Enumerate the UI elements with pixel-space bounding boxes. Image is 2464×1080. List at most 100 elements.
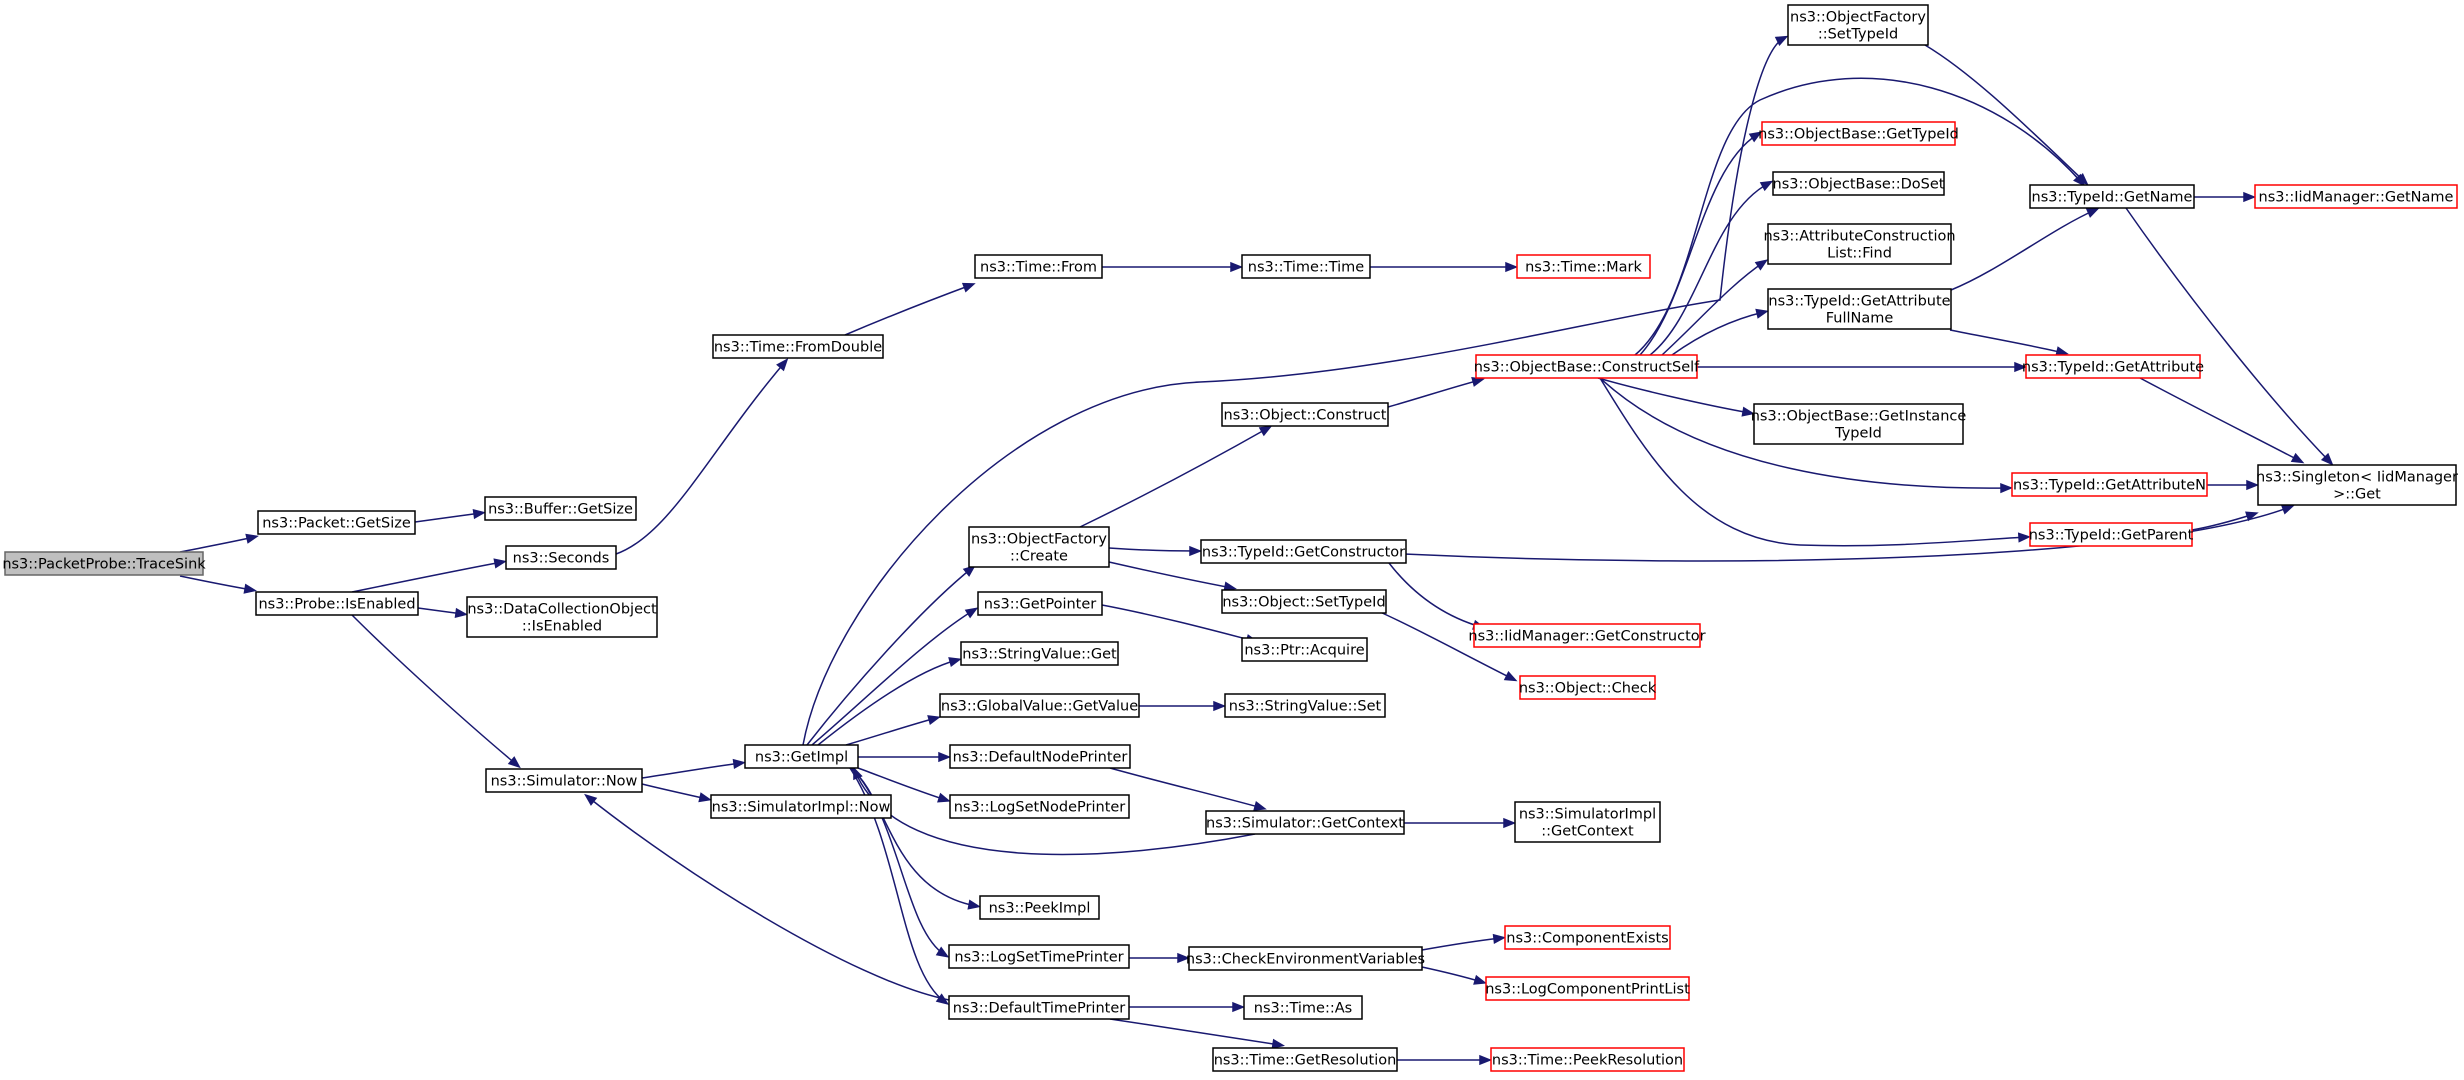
node-ns3-defaultnodeprinter[interactable]: ns3::DefaultNodePrinter — [949, 744, 1131, 769]
edge-n11-to-n16 — [845, 715, 941, 746]
node-ns3-time-getresolution[interactable]: ns3::Time::GetResolution — [1212, 1047, 1398, 1072]
node-ns3-time-mark[interactable]: ns3::Time::Mark — [1516, 254, 1651, 279]
node-ns3-logsetnodeprinter[interactable]: ns3::LogSetNodePrinter — [949, 794, 1130, 819]
edge-n7-to-n8 — [844, 282, 976, 336]
arrowhead — [1755, 308, 1769, 319]
node-box — [1490, 1047, 1685, 1072]
node-label: ns3::GetImpl — [755, 750, 848, 766]
edge-n28-to-n35 — [1421, 933, 1506, 951]
node-label: ns3::DataCollectionObject — [467, 602, 657, 618]
node-ns3-getpointer[interactable]: ns3::GetPointer — [977, 591, 1103, 616]
edge-line — [641, 762, 742, 779]
node-box — [2257, 464, 2457, 506]
node-ns3-buffer-getsize[interactable]: ns3::Buffer::GetSize — [484, 496, 637, 521]
edge-line — [1649, 182, 1770, 356]
edge-n22-to-n31 — [1387, 377, 1485, 408]
node-label: ns3::GlobalValue::GetValue — [941, 699, 1138, 715]
node-ns3-simulatorimpl-getcontext[interactable]: ns3::SimulatorImpl::GetContext — [1514, 801, 1661, 843]
node-ns3-objectbase-gettypeid[interactable]: ns3::ObjectBase::GetTypeId — [1758, 121, 1959, 146]
node-ns3-objectbase-doset[interactable]: ns3::ObjectBase::DoSet — [1772, 171, 1945, 196]
node-ns3-typeid-getparent[interactable]: ns3::TypeId::GetParent — [2029, 522, 2194, 547]
node-box — [1221, 402, 1389, 427]
node-box — [974, 254, 1103, 279]
edge-line — [1597, 377, 1751, 414]
edge-n11-to-n14 — [811, 607, 979, 746]
edge-n11-to-n15 — [817, 657, 962, 746]
arrowhead — [1748, 131, 1763, 143]
node-ns3-objectfactory-create[interactable]: ns3::ObjectFactory::Create — [968, 526, 1110, 568]
node-ns3-time-from[interactable]: ns3::Time::From — [974, 254, 1103, 279]
edge-line — [1403, 506, 2291, 562]
node-ns3-probe-isenabled[interactable]: ns3::Probe::IsEnabled — [255, 591, 419, 616]
edge-line — [851, 767, 946, 956]
edge-line — [1108, 561, 1233, 589]
node-ns3-typeid-getattribute[interactable]: ns3::TypeId::GetAttribute — [2022, 354, 2204, 379]
node-box — [2029, 522, 2193, 547]
node-ns3-seconds[interactable]: ns3::Seconds — [505, 545, 617, 570]
edge-n45-to-n49 — [2139, 377, 2305, 464]
arrowhead — [2000, 483, 2014, 494]
node-ns3-componentexists[interactable]: ns3::ComponentExists — [1504, 925, 1671, 950]
edge-n0-to-n3 — [179, 575, 257, 594]
node-ns3-simulatorimpl-now[interactable]: ns3::SimulatorImpl::Now — [710, 794, 892, 819]
node-ns3-stringvalue-set[interactable]: ns3::StringValue::Set — [1224, 693, 1386, 718]
node-box — [4, 551, 204, 576]
node-label: ns3::TypeId::GetParent — [2029, 528, 2194, 544]
node-ns3-iidmanager-getconstructor[interactable]: ns3::IidManager::GetConstructor — [1468, 623, 1706, 648]
node-label: ns3::Packet::GetSize — [262, 516, 411, 532]
arrowhead — [938, 751, 952, 763]
node-ns3-logsettimeprinter[interactable]: ns3::LogSetTimePrinter — [948, 944, 1130, 969]
node-ns3-object-check[interactable]: ns3::Object::Check — [1519, 675, 1657, 700]
node-ns3-simulator-now[interactable]: ns3::Simulator::Now — [485, 768, 643, 793]
edge-n11-to-n38 — [802, 35, 1789, 746]
edge-line — [1924, 44, 2086, 183]
node-ns3-iidmanager-getname[interactable]: ns3::IidManager::GetName — [2254, 184, 2458, 209]
node-ns3-getimpl[interactable]: ns3::GetImpl — [744, 744, 859, 769]
node-box — [1504, 925, 1671, 950]
node-ns3-packetprobe-tracesink[interactable]: ns3::PacketProbe::TraceSink — [2, 551, 206, 576]
node-ns3-simulator-getcontext[interactable]: ns3::Simulator::GetContext — [1205, 810, 1405, 835]
node-ns3-objectbase-constructself[interactable]: ns3::ObjectBase::ConstructSelf — [1474, 354, 1700, 379]
node-ns3-time-time[interactable]: ns3::Time::Time — [1241, 254, 1371, 279]
node-ns3-stringvalue-get[interactable]: ns3::StringValue::Get — [960, 641, 1119, 666]
node-ns3-logcomponentprintlist[interactable]: ns3::LogComponentPrintList — [1485, 976, 1690, 1001]
edge-line — [351, 561, 503, 593]
node-label: ns3::IidManager::GetName — [2259, 190, 2454, 206]
node-label: TypeId — [1834, 426, 1882, 442]
edge-n31-to-n46 — [1599, 377, 2014, 494]
arrowhead — [1741, 406, 1755, 417]
node-ns3-typeid-getname[interactable]: ns3::TypeId::GetName — [2029, 184, 2195, 209]
node-ns3-checkenvironmentvariables[interactable]: ns3::CheckEnvironmentVariables — [1186, 946, 1425, 971]
node-label: ns3::SimulatorImpl — [1519, 807, 1656, 823]
node-box — [2029, 184, 2195, 209]
node-ns3-typeid-getconstructor[interactable]: ns3::TypeId::GetConstructor — [1200, 539, 1407, 564]
node-ns3-typeid-getattributen[interactable]: ns3::TypeId::GetAttributeN — [2011, 472, 2208, 497]
edge-n4-to-n7 — [615, 358, 789, 555]
node-ns3-singleton-iidmanager-get[interactable]: ns3::Singleton< IidManager >::Get — [2256, 464, 2458, 506]
node-ns3-defaulttimeprinter[interactable]: ns3::DefaultTimePrinter — [948, 995, 1130, 1020]
node-ns3-peekimpl[interactable]: ns3::PeekImpl — [979, 895, 1100, 920]
node-ns3-time-peekresolution[interactable]: ns3::Time::PeekResolution — [1490, 1047, 1685, 1072]
arrowhead — [2245, 511, 2259, 522]
node-ns3-packet-getsize[interactable]: ns3::Packet::GetSize — [257, 510, 416, 535]
node-ns3-object-settypeid[interactable]: ns3::Object::SetTypeId — [1221, 589, 1387, 614]
node-label: ns3::Time::PeekResolution — [1492, 1053, 1683, 1069]
node-box — [1188, 946, 1423, 971]
edge-line — [1950, 209, 2096, 291]
edge-n13-to-n23 — [1108, 545, 1203, 557]
node-ns3-object-construct[interactable]: ns3::Object::Construct — [1221, 402, 1389, 427]
node-box — [2254, 184, 2458, 209]
arrowhead — [245, 533, 259, 544]
node-ns3-globalvalue-getvalue[interactable]: ns3::GlobalValue::GetValue — [939, 693, 1140, 718]
node-label: ns3::Object::Check — [1519, 681, 1657, 697]
node-ns3-time-fromdouble[interactable]: ns3::Time::FromDouble — [712, 334, 884, 359]
node-ns3-datacollectionobject-isenabled[interactable]: ns3::DataCollectionObject::IsEnabled — [466, 596, 658, 638]
node-label: ns3::ObjectFactory — [971, 532, 1107, 548]
node-ns3-objectfactory-settypeid[interactable]: ns3::ObjectFactory::SetTypeId — [1787, 4, 1929, 46]
node-label: ns3::DefaultTimePrinter — [953, 1001, 1125, 1017]
node-ns3-ptr-acquire[interactable]: ns3::Ptr::Acquire — [1241, 637, 1368, 662]
node-ns3-time-as[interactable]: ns3::Time::As — [1243, 995, 1363, 1020]
